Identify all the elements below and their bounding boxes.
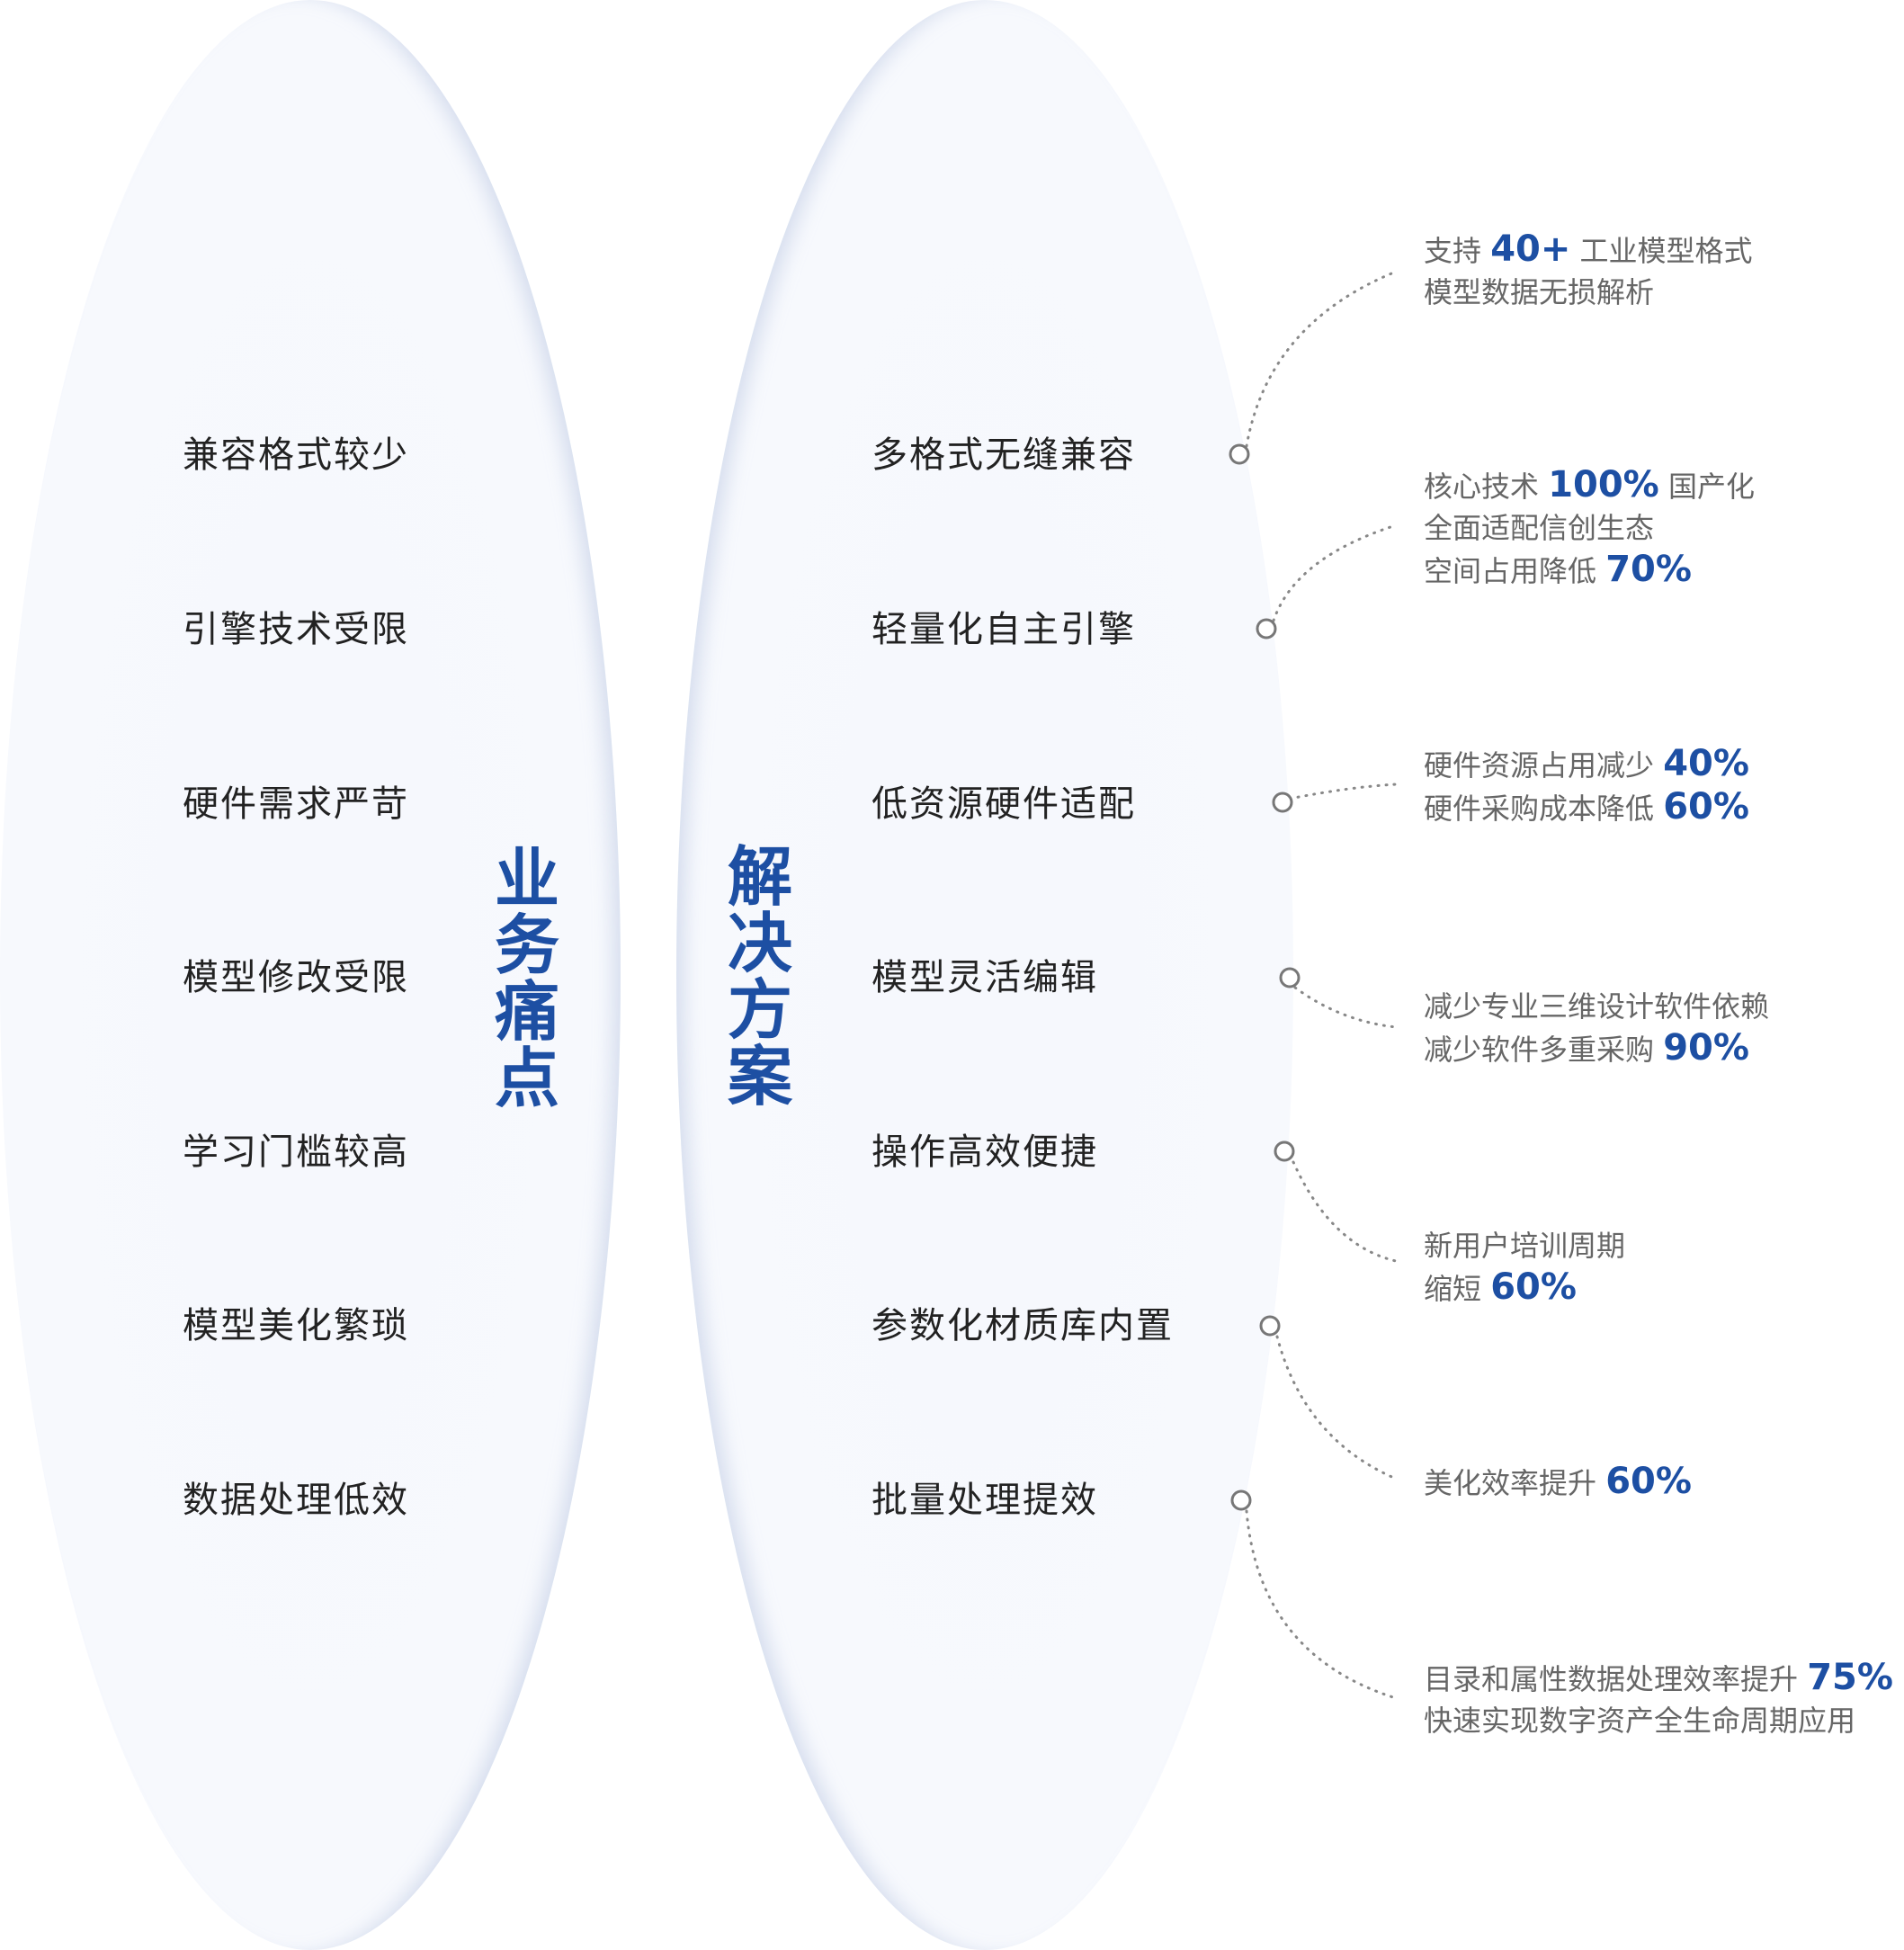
note-line: 减少专业三维设计软件依赖 [1424, 986, 1769, 1027]
pain-item: 硬件需求严苛 [183, 783, 409, 825]
note-block: 硬件资源占用减少 40%硬件采购成本降低 60% [1424, 743, 1749, 829]
solution-item: 轻量化自主引擎 [872, 609, 1136, 650]
note-line: 减少软件多重采购 90% [1424, 1027, 1769, 1070]
note-metric: 100% [1548, 464, 1659, 505]
solution-item: 模型灵活编辑 [872, 957, 1098, 998]
note-line: 硬件资源占用减少 40% [1424, 743, 1749, 786]
note-metric: 60% [1663, 786, 1749, 827]
note-block: 新用户培训周期缩短 60% [1424, 1225, 1625, 1310]
note-text: 缩短 [1424, 1272, 1491, 1306]
solution-item: 操作高效便捷 [872, 1132, 1098, 1173]
note-line: 目录和属性数据处理效率提升 75% [1424, 1657, 1893, 1700]
connector-line [1292, 1160, 1398, 1263]
note-text: 工业模型格式 [1570, 234, 1753, 268]
note-text: 支持 [1424, 234, 1491, 268]
note-metric: 90% [1663, 1027, 1749, 1069]
note-metric: 60% [1490, 1266, 1577, 1308]
note-line: 快速实现数字资产全生命周期应用 [1424, 1700, 1893, 1741]
note-block: 核心技术 100% 国产化全面适配信创生态空间占用降低 70% [1424, 464, 1755, 592]
pain-item: 数据处理低效 [183, 1480, 409, 1521]
note-text: 核心技术 [1424, 470, 1549, 504]
note-line: 缩短 60% [1424, 1266, 1625, 1310]
note-block: 美化效率提升 60% [1424, 1461, 1692, 1504]
note-text: 模型数据无损解析 [1424, 275, 1655, 309]
note-line: 硬件采购成本降低 60% [1424, 786, 1749, 829]
solution-item: 参数化材质库内置 [872, 1305, 1174, 1346]
solutions-title: 解 决 方 案 [727, 839, 792, 1114]
note-line: 全面适配信创生态 [1424, 507, 1755, 549]
note-line: 模型数据无损解析 [1424, 272, 1753, 313]
note-metric: 60% [1605, 1461, 1692, 1502]
solutions-ellipse [676, 0, 1293, 1950]
note-text: 减少专业三维设计软件依赖 [1424, 989, 1770, 1024]
note-block: 目录和属性数据处理效率提升 75% 快速实现数字资产全生命周期应用 [1424, 1657, 1893, 1741]
pain-points-title: 业 务 痛 点 [494, 841, 559, 1116]
note-line: 支持 40+ 工业模型格式 [1424, 228, 1753, 272]
note-metric: 70% [1605, 549, 1692, 590]
connector-line [1275, 1335, 1398, 1480]
note-block: 支持 40+ 工业模型格式模型数据无损解析 [1424, 228, 1753, 313]
note-text: 全面适配信创生态 [1424, 511, 1655, 545]
connector-line [1272, 523, 1398, 622]
note-text: 快速实现数字资产全生命周期应用 [1424, 1704, 1856, 1738]
note-text: 硬件采购成本降低 [1424, 792, 1664, 826]
note-text: 新用户培训周期 [1424, 1229, 1626, 1263]
pain-item: 学习门槛较高 [183, 1132, 409, 1173]
connector-line [1293, 986, 1398, 1029]
note-metric: 40% [1663, 743, 1749, 784]
note-metric: 40+ [1490, 228, 1571, 270]
note-text: 减少软件多重采购 [1424, 1033, 1664, 1067]
connector-line [1288, 783, 1398, 801]
solution-item: 批量处理提效 [872, 1480, 1098, 1521]
pain-item: 模型修改受限 [183, 957, 409, 998]
pain-item: 引擎技术受限 [183, 609, 409, 650]
note-line: 空间占用降低 70% [1424, 549, 1755, 592]
note-text: 硬件资源占用减少 [1424, 748, 1664, 783]
connector-line [1245, 270, 1398, 448]
note-text: 国产化 [1658, 470, 1755, 504]
connector-line [1245, 1509, 1398, 1700]
pain-points-ellipse [0, 0, 621, 1950]
note-line: 美化效率提升 60% [1424, 1461, 1692, 1504]
note-text: 空间占用降低 [1424, 554, 1606, 588]
pain-item: 兼容格式较少 [183, 434, 409, 476]
note-line: 新用户培训周期 [1424, 1225, 1625, 1266]
note-text: 目录和属性数据处理效率提升 [1424, 1662, 1808, 1696]
solution-item: 多格式无缝兼容 [872, 434, 1136, 476]
pain-item: 模型美化繁琐 [183, 1305, 409, 1346]
note-line: 核心技术 100% 国产化 [1424, 464, 1755, 507]
solution-item: 低资源硬件适配 [872, 783, 1136, 825]
note-block: 减少专业三维设计软件依赖减少软件多重采购 90% [1424, 986, 1769, 1070]
note-text: 美化效率提升 [1424, 1466, 1606, 1500]
note-metric: 75% [1807, 1657, 1893, 1698]
